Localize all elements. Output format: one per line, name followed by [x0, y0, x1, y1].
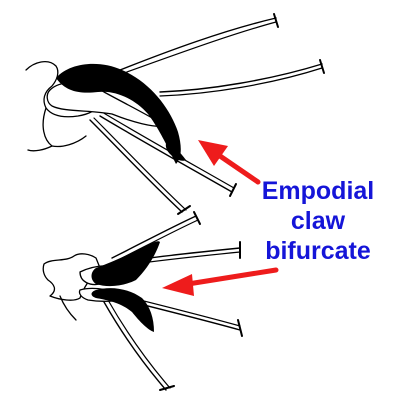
- annotation-line-1: Empodial: [261, 177, 375, 205]
- seta-lower-1: [89, 119, 183, 213]
- tarsus-lower-outline: [27, 107, 53, 152]
- seta-upper-2: [159, 63, 323, 93]
- empodial-claw-side: [165, 140, 186, 161]
- seta-ventral-1: [111, 215, 197, 259]
- annotation-line-3: bifurcate: [265, 237, 371, 265]
- claw-ventral-upper: [91, 241, 160, 287]
- arrow-bottom: [162, 267, 279, 296]
- annotation-label: Empodial claw bifurcate: [248, 176, 388, 266]
- annotation-line-2: claw: [290, 207, 346, 235]
- seta-upper-1: [109, 17, 277, 75]
- claw-ventral-lower: [91, 288, 154, 332]
- claw-side-view: [56, 63, 181, 164]
- tarsus-ventral-outline: [42, 253, 101, 301]
- arrow-top: [198, 140, 261, 185]
- seta-ventral-4: [103, 301, 167, 391]
- seta-lower-2: [99, 115, 233, 193]
- tarsus-outline: [25, 60, 101, 118]
